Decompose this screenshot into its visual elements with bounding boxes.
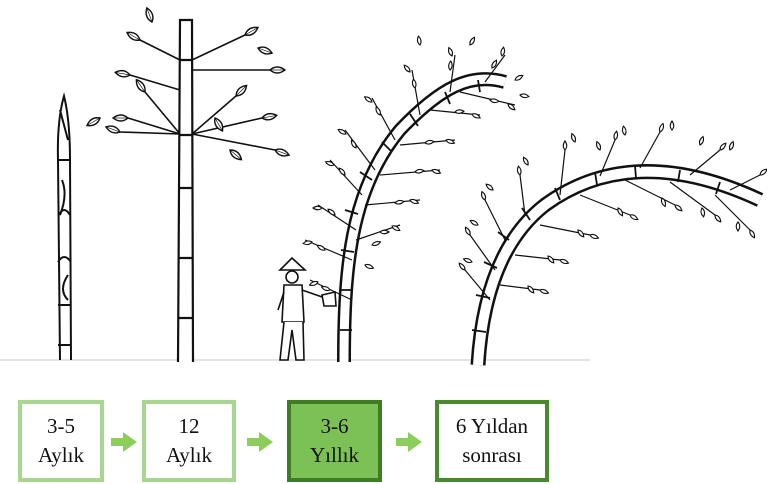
stage-1-line1: 3-5	[47, 412, 75, 441]
old-bamboo-icon	[458, 121, 767, 365]
young-bamboo-icon	[86, 7, 291, 362]
mature-bamboo-icon	[303, 36, 529, 362]
stage-4-line2: sonrası	[462, 441, 522, 470]
bamboo-illustration	[0, 0, 767, 390]
stage-4-line1: 6 Yıldan	[456, 412, 528, 441]
stage-box-2: 12 Aylık	[142, 400, 236, 482]
arrow-right-icon	[247, 432, 273, 452]
stage-3-line1: 3-6	[321, 412, 349, 441]
stage-box-1: 3-5 Aylık	[18, 400, 104, 482]
bamboo-shoot-icon	[58, 96, 71, 360]
stage-box-4: 6 Yıldan sonrası	[435, 400, 549, 482]
worker-figure-icon	[278, 258, 336, 360]
stage-2-line1: 12	[179, 412, 200, 441]
stage-box-3-highlighted: 3-6 Yıllık	[287, 400, 382, 482]
stage-1-line2: Aylık	[38, 441, 84, 470]
stage-3-line2: Yıllık	[310, 441, 359, 470]
arrow-right-icon	[396, 432, 422, 452]
stage-2-line2: Aylık	[166, 441, 212, 470]
arrow-right-icon	[111, 432, 137, 452]
